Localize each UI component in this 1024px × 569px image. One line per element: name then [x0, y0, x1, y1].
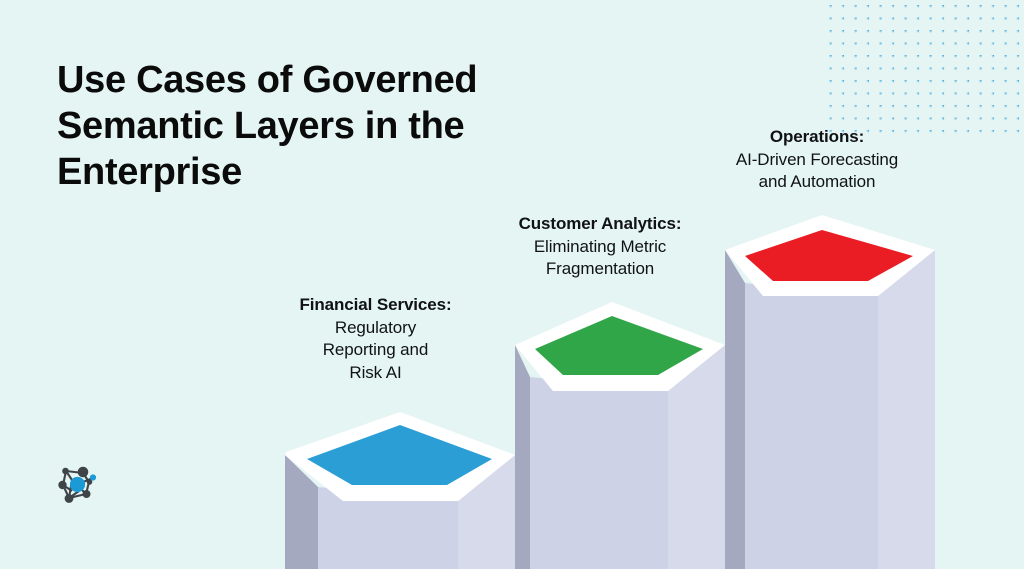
callout-customer-analytics: Customer Analytics: Eliminating Metric F… — [485, 213, 715, 281]
hexagon-top-green — [535, 316, 703, 375]
callout-operations: Operations: AI-Driven Forecasting and Au… — [692, 126, 942, 194]
page-title: Use Cases of Governed Semantic Layers in… — [57, 59, 478, 193]
callout-body: AI-Driven Forecasting and Automation — [735, 149, 899, 192]
network-nodes-logo-icon — [58, 466, 97, 503]
pedestal-operations — [725, 215, 935, 569]
hexagon-top-blue — [307, 425, 492, 485]
callout-body: Regulatory Reporting and Risk AI — [322, 317, 429, 382]
callout-heading: Financial Services: — [299, 295, 452, 314]
callout-financial-services: Financial Services: Regulatory Reporting… — [268, 294, 483, 384]
callout-heading: Operations: — [769, 127, 865, 146]
pedestal-customer-analytics — [515, 302, 725, 569]
callout-heading: Customer Analytics: — [518, 214, 682, 233]
hexagon-top-red — [745, 230, 913, 281]
callout-body: Eliminating Metric Fragmentation — [533, 236, 667, 279]
pedestal-financial-services — [285, 412, 515, 569]
